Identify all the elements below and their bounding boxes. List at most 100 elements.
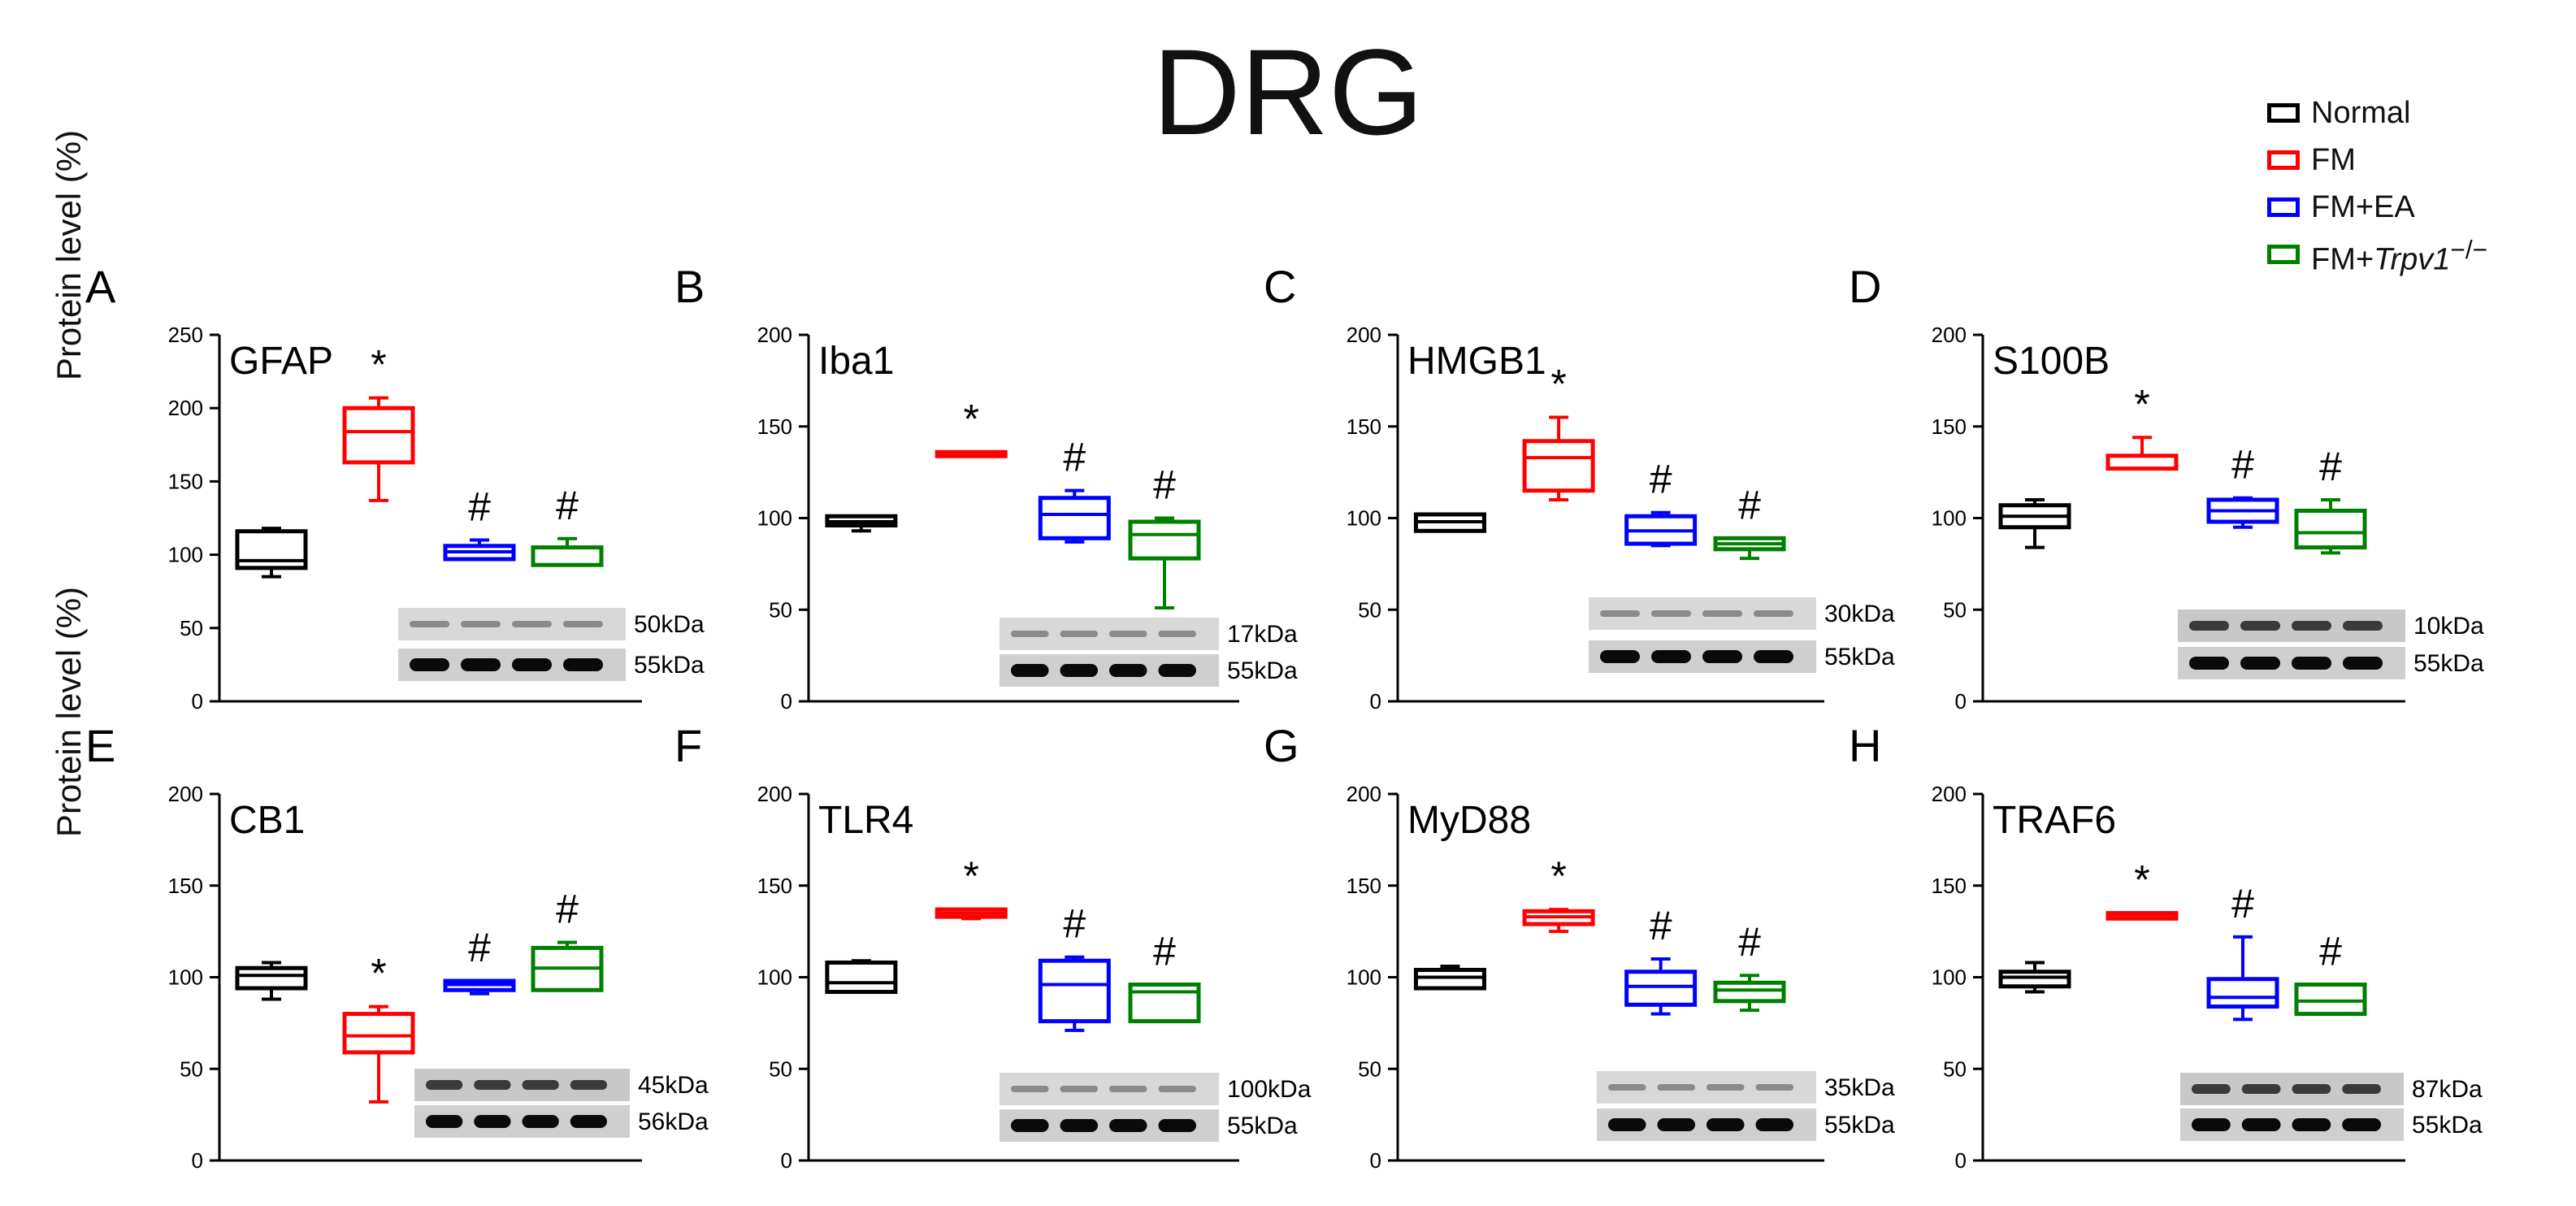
panel-title: TLR4 xyxy=(818,799,913,842)
blot-strip: 55kDa xyxy=(398,649,705,681)
blot-strip: 55kDa xyxy=(1000,654,1298,687)
blot-strip: 17kDa xyxy=(1000,618,1298,650)
panel-letter: D xyxy=(1849,261,1881,312)
y-tick-label: 50 xyxy=(1943,1056,1967,1081)
y-tick-label: 100 xyxy=(757,506,792,531)
blot-band xyxy=(522,1115,559,1128)
blot-size-label: 100kDa xyxy=(1227,1076,1312,1103)
blot-band xyxy=(474,1080,511,1090)
blot-band xyxy=(1600,650,1640,663)
blot-band xyxy=(2292,1084,2331,1094)
panel-letter: C xyxy=(1264,261,1296,312)
box-fm-ea: # xyxy=(1038,901,1111,1032)
box-iqr xyxy=(1413,967,1486,991)
panel-title: HMGB1 xyxy=(1407,340,1546,383)
box-fm-ea: # xyxy=(443,925,516,996)
box-fm: * xyxy=(935,853,1008,921)
blot-strip: 50kDa xyxy=(398,608,705,640)
blot-band xyxy=(512,658,552,671)
legend-label-fm-trpv1-prefix: FM+ xyxy=(2311,242,2374,277)
blot-strip: 55kDa xyxy=(2180,1108,2483,1141)
y-tick-label: 0 xyxy=(1370,1148,1381,1173)
blot-band xyxy=(1060,1086,1098,1092)
y-tick-label: 150 xyxy=(1347,414,1381,439)
legend-swatch-fm-ea xyxy=(2267,197,2300,217)
blot-size-label: 55kDa xyxy=(634,652,705,679)
blot-size-label: 56kDa xyxy=(638,1108,709,1135)
blot-strip: 35kDa xyxy=(1597,1071,1895,1104)
y-tick-label: 50 xyxy=(180,616,203,640)
box-fm-ea: # xyxy=(1624,457,1698,548)
y-tick-label: 100 xyxy=(1347,965,1381,990)
y-tick-label: 100 xyxy=(1932,506,1967,531)
blot-band xyxy=(2292,621,2331,631)
y-tick-label: 150 xyxy=(168,874,203,898)
blot-size-label: 55kDa xyxy=(1824,644,1895,670)
box-fm: * xyxy=(1522,361,1595,501)
blot-band xyxy=(1158,1086,1196,1092)
box-normal xyxy=(825,514,898,533)
blot-band xyxy=(1158,664,1196,677)
blot-band xyxy=(1011,664,1049,677)
figure-title: DRG xyxy=(1152,24,1424,160)
box-iqr xyxy=(342,406,415,465)
blot-size-label: 35kDa xyxy=(1824,1074,1895,1101)
blot-band xyxy=(2343,621,2383,631)
blot-band xyxy=(1011,1119,1049,1132)
box-fm-trpv1-: # xyxy=(1128,462,1201,610)
box-iqr xyxy=(1522,439,1595,493)
blot-band xyxy=(2241,1084,2281,1094)
box-iqr xyxy=(2105,453,2179,471)
blot-band xyxy=(1702,650,1742,663)
significance-star: * xyxy=(1550,853,1566,899)
blot-band xyxy=(2189,657,2229,670)
legend-swatch-fm-trpv1 xyxy=(2267,245,2300,264)
panel-letter: E xyxy=(85,720,115,771)
y-tick-label: 200 xyxy=(1347,782,1381,806)
significance-star: * xyxy=(963,396,978,441)
y-tick-label: 100 xyxy=(1932,965,1967,990)
y-tick-label: 150 xyxy=(1347,874,1381,898)
y-tick-label: 200 xyxy=(1932,782,1967,806)
blot-band xyxy=(1060,1119,1098,1132)
box-fm-trpv1-: # xyxy=(2294,444,2367,555)
blot-band xyxy=(1657,1118,1695,1131)
blot-band xyxy=(2241,1118,2281,1131)
blot-band xyxy=(1011,1086,1049,1092)
blot-strip: 55kDa xyxy=(1597,1108,1895,1141)
panel-title: S100B xyxy=(1993,340,2110,383)
y-tick-label: 50 xyxy=(1943,597,1967,622)
y-tick-label: 200 xyxy=(168,396,203,420)
blot-size-label: 55kDa xyxy=(1227,657,1298,684)
blot-band xyxy=(1109,1086,1147,1092)
legend-label-fm-ea: FM+EA xyxy=(2311,190,2415,224)
blot-band xyxy=(2192,1118,2231,1131)
panel-title: MyD88 xyxy=(1407,799,1531,842)
box-normal xyxy=(825,959,898,995)
box-iqr xyxy=(1624,970,1698,1007)
blot-band xyxy=(2292,1118,2331,1131)
blot-size-label: 45kDa xyxy=(638,1072,709,1099)
blot-band xyxy=(1657,1084,1695,1091)
box-iqr xyxy=(1038,958,1111,1024)
blot-band xyxy=(1755,1118,1793,1131)
y-tick-label: 0 xyxy=(1955,1148,1967,1173)
box-iqr xyxy=(342,1012,415,1055)
box-normal xyxy=(1998,497,2071,549)
y-tick-label: 100 xyxy=(168,965,203,990)
box-iqr xyxy=(1998,970,2071,989)
y-tick-label: 200 xyxy=(1932,323,1967,347)
box-fm: * xyxy=(1522,853,1595,934)
panel-letter: H xyxy=(1849,720,1881,771)
y-tick-label: 0 xyxy=(192,689,203,714)
legend-label-fm-trpv1: FM+Trpv1−/− xyxy=(2311,226,2487,284)
box-fm-trpv1-: # xyxy=(1128,929,1201,1024)
blot-band xyxy=(426,1115,463,1128)
blot-band xyxy=(570,1115,607,1128)
y-tick-label: 200 xyxy=(757,323,792,347)
